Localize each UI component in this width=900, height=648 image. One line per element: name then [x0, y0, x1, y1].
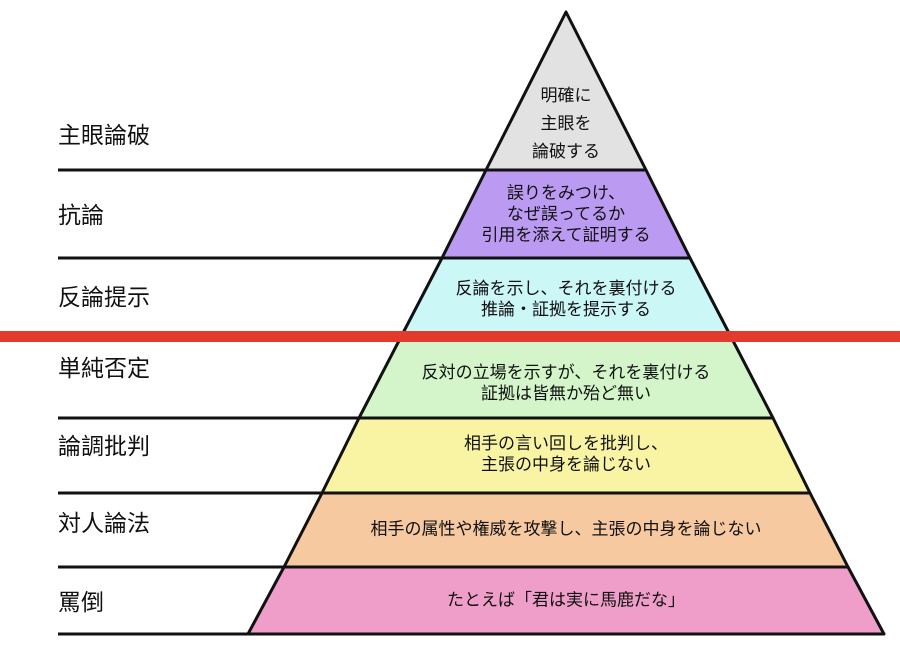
level-label-rebuttal: 反論提示 [58, 285, 150, 311]
band-line: 誤りをみつけ、 [506, 183, 626, 204]
band-text-ad-hominem: 相手の属性や権威を攻撃し、主張の中身を論じない [371, 520, 762, 541]
band-line: 相手の言い回しを批判し、 [464, 434, 668, 454]
level-label-ad-hominem: 対人論法 [58, 511, 150, 537]
band-line: 明確に [540, 86, 592, 106]
band-text-main-refutation: 明確に 主眼を 論破する [532, 82, 600, 166]
band-line: 論破する [532, 142, 600, 162]
band-line: 反論を示し、それを裏付ける [455, 279, 677, 299]
pyramid-band-name-calling [246, 565, 886, 636]
band-text-name-calling: たとえば「君は実に馬鹿だな」 [447, 591, 685, 612]
band-line: 主張の中身を論じない [481, 455, 651, 475]
band-line: 証拠は皆無か殆ど無い [480, 384, 651, 404]
band-line: 主眼を [540, 114, 592, 134]
red-divider-line [0, 331, 900, 342]
level-label-name-calling: 罵倒 [58, 590, 104, 616]
band-text-simple-denial: 反対の立場を示すが、それを裏付ける 証拠は皆無か殆ど無い [422, 363, 711, 405]
level-label-counterargument: 抗論 [58, 203, 104, 229]
level-label-tone-criticism: 論調批判 [58, 434, 150, 460]
level-label-main-refutation: 主眼論破 [58, 123, 150, 149]
band-line: 相手の属性や権威を攻撃し、主張の中身を論じない [370, 519, 762, 540]
band-line: たとえば「君は実に馬鹿だな」 [447, 590, 685, 611]
band-text-counterargument: 誤りをみつけ、 なぜ誤ってるか 引用を添えて証明する [481, 184, 650, 247]
band-text-tone-criticism: 相手の言い回しを批判し、 主張の中身を論じない [464, 434, 668, 476]
band-line: 反対の立場を示すが、それを裏付ける [421, 363, 711, 383]
level-label-simple-denial: 単純否定 [58, 356, 150, 382]
band-line: 推論・証拠を提示する [481, 300, 651, 320]
band-line: なぜ誤ってるか [506, 204, 626, 225]
band-text-rebuttal: 反論を示し、それを裏付ける 推論・証拠を提示する [456, 279, 677, 321]
band-line: 引用を添えて証明する [481, 225, 651, 246]
